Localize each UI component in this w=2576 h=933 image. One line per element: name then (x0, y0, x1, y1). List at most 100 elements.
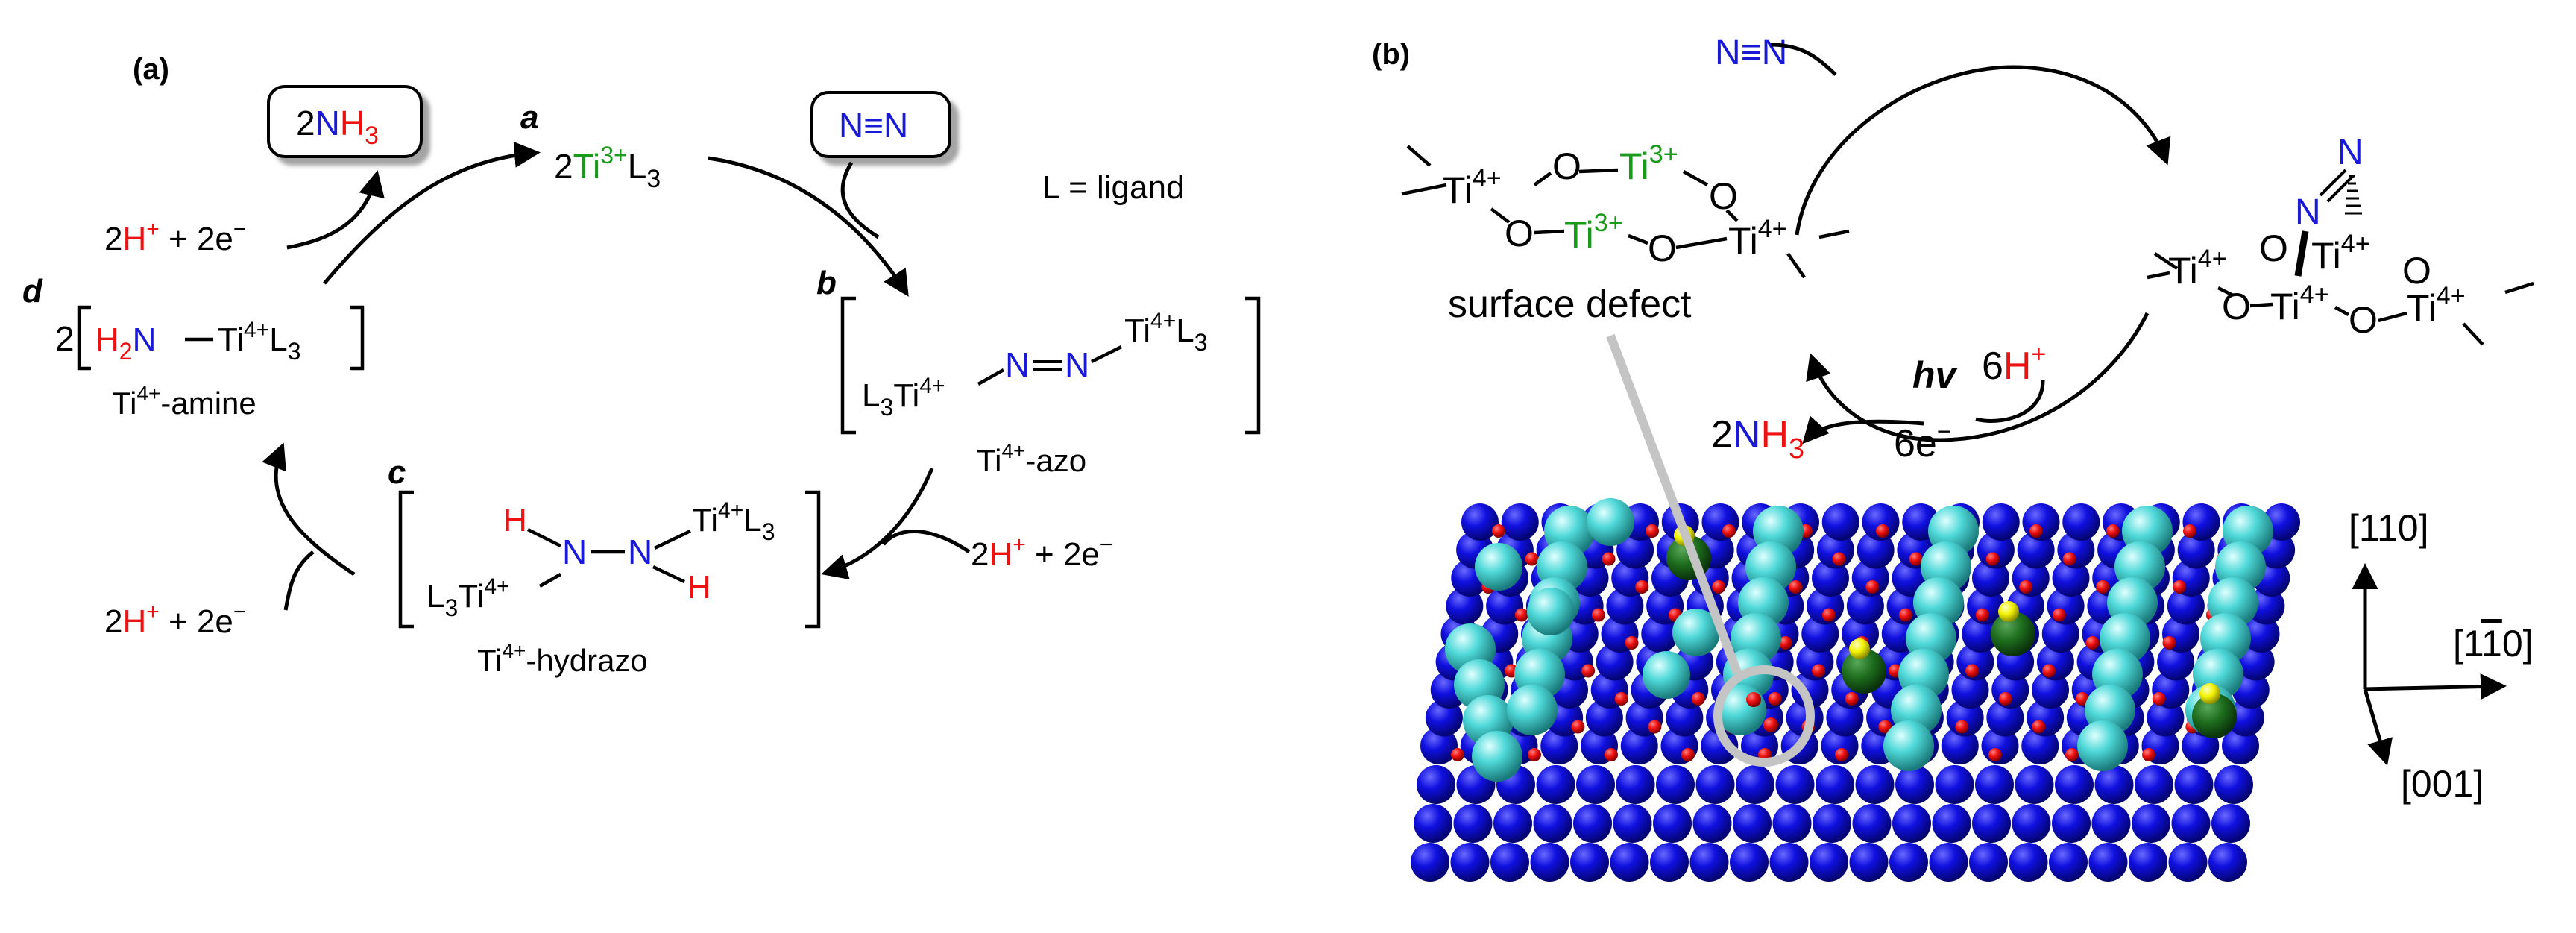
bracket-b-left (840, 296, 856, 435)
ads-bond (2249, 302, 2273, 308)
adsorbed-structure: N N Ti4+ O Ti4+ O O Ti4+ O Ti4+ (2147, 133, 2534, 346)
oxygen-atom (1821, 608, 1836, 622)
bond-b1 (977, 368, 1005, 386)
titanium-atom (1849, 843, 1889, 882)
titanium-atom (2094, 765, 2134, 804)
state-b-caption: Ti4+-azo (977, 439, 1086, 478)
ads-ti4-c: Ti4+ (2270, 280, 2329, 327)
titanium-atom (1573, 804, 1612, 843)
oxygen-atom (1988, 748, 2002, 761)
arrow-d-to-a (323, 141, 541, 285)
state-c-right-group: Ti4+L3 (692, 498, 775, 545)
titanium-atom (1692, 804, 1732, 843)
titanium-atom (1816, 765, 1854, 804)
titanium-atom (1812, 559, 1849, 597)
titanium-atom (2032, 671, 2069, 709)
titanium-atom (1540, 727, 1578, 764)
titanium-atom (2049, 843, 2088, 882)
titanium-atom (1851, 559, 1889, 597)
bond-b3 (1090, 345, 1123, 364)
titanium-atom (1493, 804, 1532, 843)
ads-ti4-a: Ti4+ (2168, 245, 2227, 292)
titanium-atom (1855, 765, 1895, 804)
surface-titanium-atom (1527, 588, 1575, 635)
oxygen-atom (1451, 748, 1464, 761)
ads-o4: O (2349, 299, 2378, 341)
defect-ti3-top: Ti3+ (1619, 140, 1678, 187)
oxygen-atom (2062, 552, 2076, 566)
ads-ti4-b: Ti4+ (2311, 230, 2370, 277)
titanium-atom (1826, 699, 1864, 737)
ads-bond (2147, 271, 2170, 280)
bracket-b-right (1245, 296, 1261, 435)
oxygen-atom (1528, 748, 1541, 761)
oxygen-atom (1835, 748, 1848, 761)
titanium-atom (1616, 531, 1654, 569)
axis-1-10-label: [110] (2453, 623, 2534, 665)
titanium-atom (2222, 727, 2259, 764)
titanium-atom (1772, 804, 1812, 843)
oxygen-atom (1646, 524, 1659, 538)
titanium-atom (2214, 765, 2253, 804)
titanium-atom (2052, 559, 2090, 597)
oxygen-atom (1998, 692, 2012, 706)
axis-1-10-arrow (2364, 673, 2507, 700)
electrons-label: 6e− (1894, 418, 1952, 465)
titanium-atom (1846, 587, 1884, 625)
oxygen-atom (2042, 664, 2056, 678)
ads-o1: O (2259, 227, 2288, 269)
titanium-atom (1986, 699, 2024, 737)
state-d-caption: Ti4+-amine (112, 382, 256, 421)
state-b-letter: b (816, 265, 837, 301)
hydrogen-atom (2199, 683, 2220, 704)
state-b-right-group: Ti4+L3 (1124, 309, 1208, 356)
titanium-atom (1616, 765, 1655, 804)
titanium-atom (1951, 671, 1989, 709)
oxygen-atom (1635, 580, 1649, 594)
defect-bond (1533, 172, 1552, 186)
oxygen-atom (2019, 580, 2033, 594)
proton-label: 6H+ (1982, 340, 2046, 388)
titanium-atom (2135, 765, 2173, 804)
arrow-reduction (1806, 312, 2150, 442)
defect-structure: Ti4+ O Ti3+ O O Ti3+ O Ti4+ (1401, 140, 1850, 279)
titanium-atom (1935, 765, 1974, 804)
titanium-atom (1450, 843, 1490, 882)
state-b-left-group: L3Ti4+ (862, 374, 945, 421)
defect-caption: surface defect (1448, 283, 1692, 326)
state-d-coef: 2 (55, 319, 75, 358)
ads-hash-bond (2345, 175, 2362, 215)
oxygen-atom (1985, 552, 2000, 566)
titanium-atom (2088, 843, 2128, 882)
titanium-atom (1892, 804, 1931, 843)
oxygen-atom (1514, 608, 1528, 622)
arrow-reagent-c-d (283, 550, 315, 611)
titanium-atom (1666, 699, 1704, 737)
titanium-atom (1733, 804, 1772, 843)
titanium-atom (2091, 804, 2131, 843)
defect-o2: O (1709, 175, 1738, 217)
oxygen-atom (2029, 524, 2043, 538)
state-c-h2: H (687, 569, 711, 606)
defect-bond (1578, 168, 1619, 174)
bracket-d-left (77, 305, 91, 371)
ads-bond (2378, 311, 2407, 323)
tio2-surface-model (1411, 498, 2300, 882)
axis-001-arrow (2363, 688, 2393, 766)
state-c-h1: H (503, 502, 527, 538)
titanium-atom (2012, 804, 2051, 843)
oxygen-atom (1763, 717, 1778, 732)
titanium-atom (1701, 727, 1739, 764)
ads-n-bottom: N (2295, 192, 2321, 232)
titanium-atom (1613, 804, 1652, 843)
arrow-a-to-b (708, 156, 909, 297)
state-d-formula: H2N (95, 321, 156, 365)
ads-bond (2504, 281, 2534, 295)
oxygen-atom (1605, 748, 1618, 761)
bond-c-h1 (526, 527, 562, 548)
state-a-letter: a (520, 99, 538, 136)
defect-bond (1534, 229, 1565, 235)
titanium-atom (1982, 503, 2020, 541)
defect-bond (1675, 236, 1728, 250)
